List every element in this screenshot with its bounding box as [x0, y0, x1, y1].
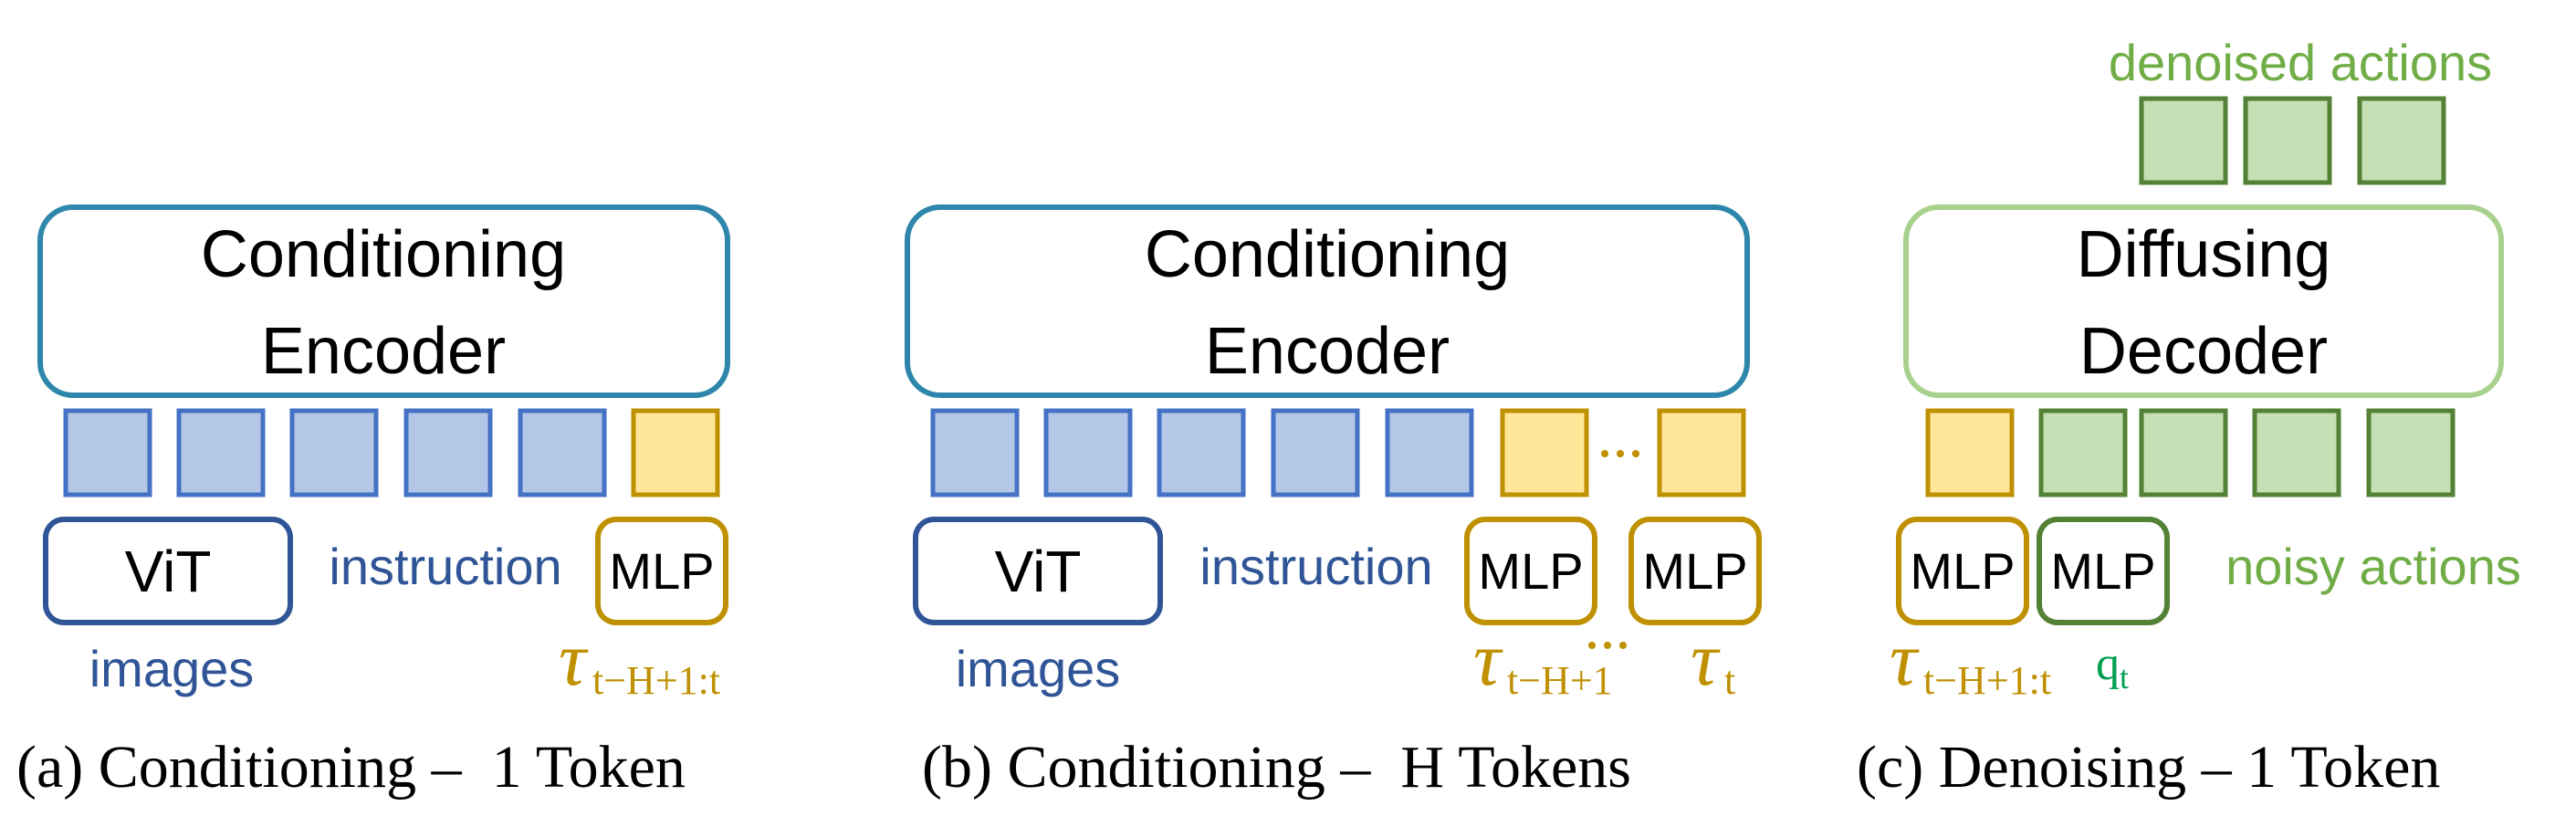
tau-symbol-b-1: τ — [1473, 617, 1503, 702]
instruction-token-b-1 — [1157, 408, 1246, 497]
caption-a: (a) Conditioning – 1 Token — [16, 734, 686, 801]
instruction-token-a-2 — [403, 408, 493, 497]
tau-subscript-c: t−H+1:t — [1923, 658, 2051, 703]
vit-label-b: ViT — [995, 539, 1082, 604]
trajectory-token-b-2 — [1657, 408, 1746, 497]
mlp-box-b-2 — [1628, 517, 1762, 625]
tau-symbol-b-2: τ — [1691, 617, 1721, 702]
vit-box-b — [913, 517, 1163, 625]
encoder-title-line1-b: Conditioning — [1145, 218, 1510, 291]
trajectory-token-c — [1925, 408, 2015, 497]
vit-box-a — [43, 517, 293, 625]
decoder-title-line2: Decoder — [2079, 315, 2328, 388]
mlp-label-b-2: MLP — [1642, 542, 1747, 600]
noisy-actions-label: noisy actions — [2225, 538, 2521, 595]
decoder-title-line1: Diffusing — [2077, 218, 2331, 291]
noisy-token-1 — [2038, 408, 2128, 497]
denoised-token-3 — [2357, 96, 2446, 185]
caption-b: (b) Conditioning – H Tokens — [922, 734, 1631, 801]
instruction-token-a-1 — [289, 408, 379, 497]
q-symbol-c: q — [2096, 638, 2120, 690]
images-label-a: images — [89, 640, 255, 697]
instruction-label-a: instruction — [329, 538, 561, 595]
encoder-title-line2-b: Encoder — [1205, 315, 1450, 388]
diffusing-decoder-box — [1903, 204, 2504, 398]
image-token-b-1 — [930, 408, 1020, 497]
denoised-token-2 — [2243, 96, 2332, 185]
instruction-token-b-2 — [1271, 408, 1360, 497]
instruction-token-b-3 — [1385, 408, 1474, 497]
image-token-a-2 — [176, 408, 266, 497]
noisy-token-4 — [2366, 408, 2456, 497]
instruction-token-a-3 — [518, 408, 607, 497]
encoder-title-line2-a: Encoder — [261, 315, 506, 388]
trajectory-token-b-1 — [1500, 408, 1589, 497]
instruction-label-b: instruction — [1199, 538, 1432, 595]
panel-a: Conditioning Encoder ViT images instruct… — [16, 204, 730, 801]
ellipsis-dots-mlp-b — [1588, 642, 1627, 649]
images-label-b: images — [956, 640, 1121, 697]
image-token-b-2 — [1043, 408, 1133, 497]
mlp-box-c-tau — [1896, 517, 2029, 625]
noisy-token-2 — [2139, 408, 2228, 497]
mlp-label-c-1: MLP — [1910, 542, 2015, 600]
tau-subscript-b-1: t−H+1 — [1507, 658, 1613, 703]
conditioning-encoder-box-b — [905, 204, 1750, 398]
mlp-label-a: MLP — [609, 542, 714, 600]
tau-symbol-a: τ — [559, 617, 589, 702]
denoised-actions-label: denoised actions — [2109, 34, 2492, 91]
encoder-title-line1-a: Conditioning — [201, 218, 566, 291]
noisy-token-3 — [2252, 408, 2341, 497]
panel-b: Conditioning Encoder ViT images instruct… — [905, 204, 1762, 801]
mlp-label-c-2: MLP — [2050, 542, 2155, 600]
mlp-box-c-q — [2037, 517, 2170, 625]
trajectory-token-a — [631, 408, 720, 497]
denoised-token-1 — [2139, 96, 2228, 185]
tau-subscript-a: t−H+1:t — [592, 658, 720, 703]
image-token-a-1 — [63, 408, 152, 497]
ellipsis-dots-tokens-b — [1601, 450, 1639, 457]
tau-symbol-c: τ — [1890, 617, 1920, 702]
panel-c: denoised actions Diffusing Decoder MLP M… — [1857, 34, 2521, 801]
vit-label-a: ViT — [125, 539, 212, 604]
caption-c: (c) Denoising – 1 Token — [1857, 734, 2440, 801]
mlp-box-b-1 — [1464, 517, 1597, 625]
mlp-box-a — [595, 517, 728, 625]
q-subscript-c: t — [2120, 659, 2129, 696]
mlp-label-b-1: MLP — [1478, 542, 1583, 600]
conditioning-encoder-box-a — [37, 204, 730, 398]
tau-subscript-b-2: t — [1724, 658, 1735, 703]
